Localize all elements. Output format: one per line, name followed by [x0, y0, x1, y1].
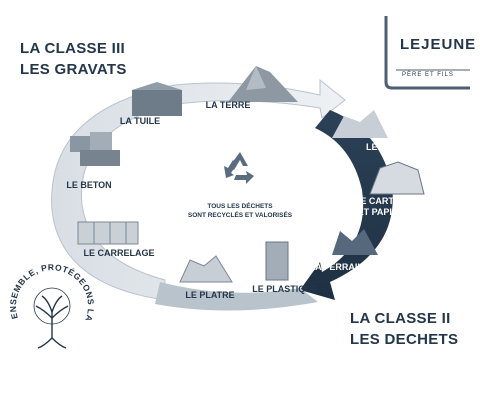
label-carrelage: LE CARRELAGE: [83, 248, 155, 258]
logo-mark: [384, 16, 470, 90]
recycle-icon: [224, 152, 254, 184]
label-carton: LE CARTON ET PAPIER: [354, 196, 408, 217]
motto-text: ENSEMBLE, PROTÉGEONS LA NATURE: [4, 262, 95, 323]
platre-image: [179, 255, 233, 283]
beton-image: [70, 132, 120, 166]
svg-text:ENSEMBLE, PROTÉGEONS LA NATURE: ENSEMBLE, PROTÉGEONS LA NATURE: [4, 262, 96, 323]
class2-title: LA CLASSE II LES DECHETS: [350, 310, 459, 348]
tuile-image: [132, 82, 182, 116]
label-beton: LE BETON: [66, 180, 112, 190]
carton-image: [369, 161, 425, 195]
label-plastique: LE PLASTIQUE: [252, 284, 318, 294]
dark-arc-bottom: [155, 282, 318, 311]
carrelage-image: [77, 221, 139, 245]
label-terre: LA TERRE: [205, 100, 251, 110]
center-text: TOUS LES DÉCHETS SONT RECYCLÉS ET VALORI…: [187, 203, 293, 219]
plastique-image: [265, 241, 289, 281]
label-bois: LE BOIS: [365, 142, 402, 152]
terre-image: [228, 66, 298, 102]
ferraille-image: [332, 229, 378, 255]
label-tuile: LA TUILE: [119, 116, 161, 126]
logo-name: LEJEUNE: [400, 36, 477, 53]
tree-icon: [33, 287, 71, 349]
motto-badge: ENSEMBLE, PROTÉGEONS LA NATURE: [4, 262, 96, 349]
label-platre: LE PLATRE: [185, 290, 235, 300]
bois-image: [332, 110, 388, 138]
class3-title: LA CLASSE III LES GRAVATS: [20, 40, 127, 78]
label-ferraille: LA FERRAILLE: [309, 262, 375, 272]
logo-subtitle: PÈRE ET FILS: [402, 72, 454, 78]
